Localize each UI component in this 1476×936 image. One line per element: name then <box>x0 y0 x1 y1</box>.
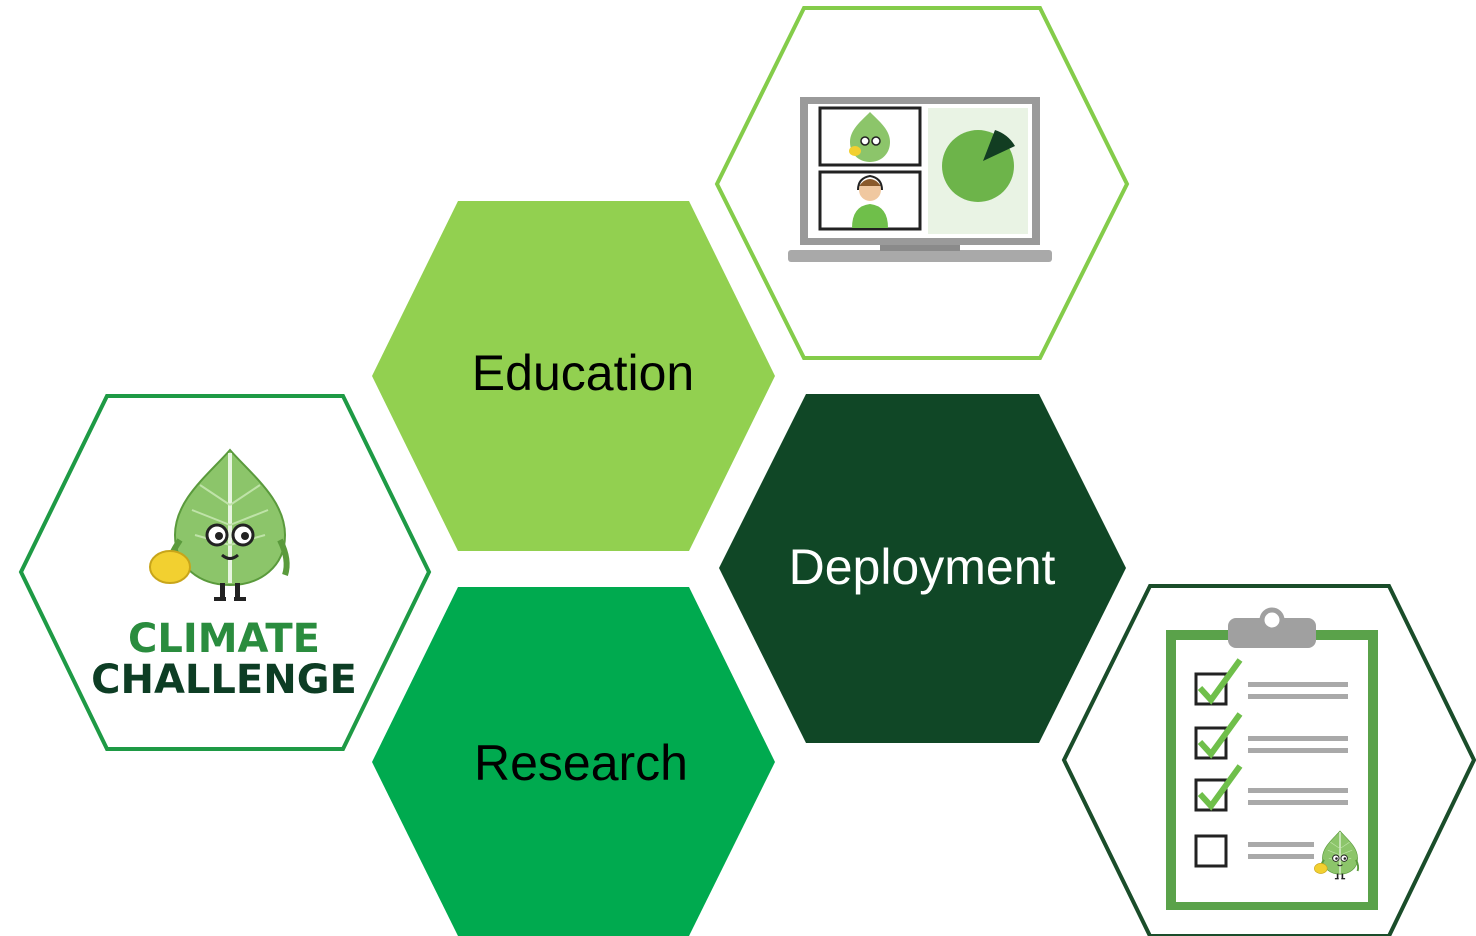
logo-line1: CLIMATE <box>128 616 320 662</box>
hexagon-logo: CLIMATE CHALLENGE <box>18 394 432 751</box>
hexagon-checklist <box>1061 584 1476 936</box>
hexagon-education: Education <box>372 201 775 551</box>
logo-line2: CHALLENGE <box>91 657 357 703</box>
hexagon-label-deployment: Deployment <box>789 539 1056 595</box>
hexagon-laptop <box>714 6 1130 360</box>
hexagon-label-education: Education <box>472 345 694 401</box>
clipboard-checklist-icon <box>1166 607 1378 910</box>
video-call-laptop-icon <box>788 97 1052 262</box>
hexagon-deployment: Deployment <box>719 394 1126 743</box>
hexagon-label-research: Research <box>474 735 688 791</box>
hexagon-research: Research <box>372 587 775 936</box>
